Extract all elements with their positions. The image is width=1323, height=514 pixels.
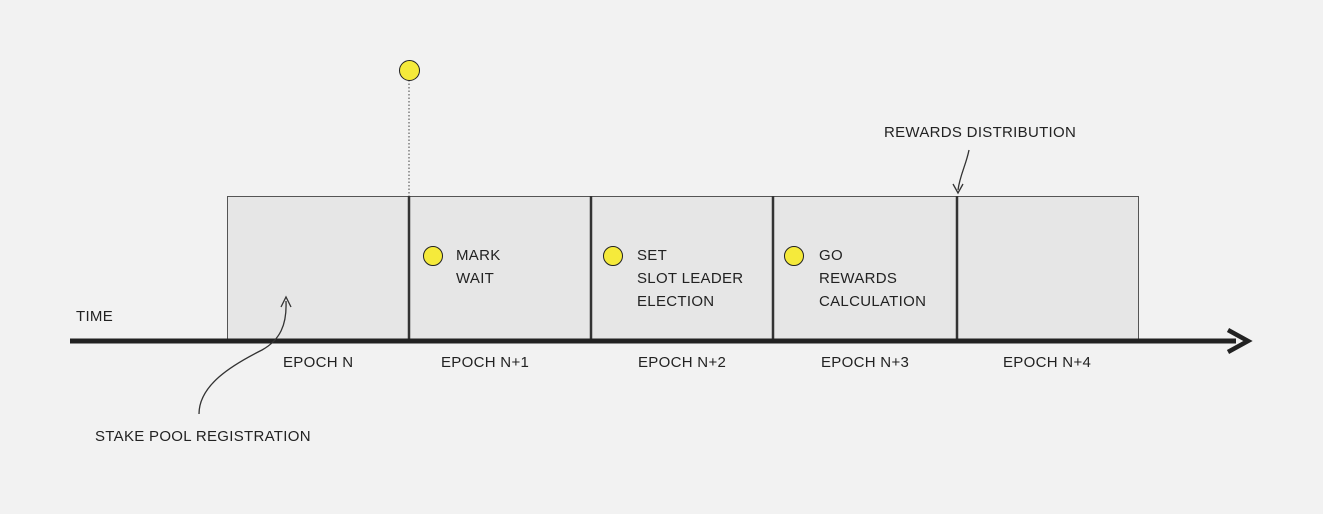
epoch-box-n4 <box>956 196 1139 340</box>
epoch-n1-line-2: WAIT <box>456 270 495 287</box>
epoch-n3-line-3: CALCULATION <box>819 293 927 310</box>
registration-arrowhead <box>280 295 292 308</box>
epoch-box-n1 <box>408 196 592 340</box>
epoch-label-n4: EPOCH N+4 <box>1003 354 1092 371</box>
epoch-n1-line-1: MARK <box>456 247 501 264</box>
stake-pool-registration-label: STAKE POOL REGISTRATION <box>95 428 311 445</box>
epoch-box-n <box>227 196 410 340</box>
set-snapshot-dot <box>603 246 623 266</box>
epoch-label-n2: EPOCH N+2 <box>638 354 727 371</box>
time-axis-arrowhead <box>1226 328 1253 354</box>
snapshot-dot-top <box>399 60 420 81</box>
epoch-label-n: EPOCH N <box>283 354 354 371</box>
epoch-n3-line-1: GO <box>819 247 843 264</box>
rewards-distribution-label: REWARDS DISTRIBUTION <box>884 124 1077 141</box>
rewards-arrow <box>957 149 970 191</box>
epoch-n2-line-3: ELECTION <box>637 293 715 310</box>
mark-snapshot-dot <box>423 246 443 266</box>
time-label: TIME <box>76 308 114 325</box>
epoch-label-n1: EPOCH N+1 <box>441 354 530 371</box>
epoch-box-n3 <box>772 196 958 340</box>
epoch-n2-line-2: SLOT LEADER <box>637 270 744 287</box>
rewards-arrowhead <box>952 183 964 195</box>
epoch-label-n3: EPOCH N+3 <box>821 354 910 371</box>
epoch-n3-line-2: REWARDS <box>819 270 898 287</box>
registration-arrow <box>198 300 287 415</box>
go-snapshot-dot <box>784 246 804 266</box>
epoch-n2-line-1: SET <box>637 247 668 264</box>
